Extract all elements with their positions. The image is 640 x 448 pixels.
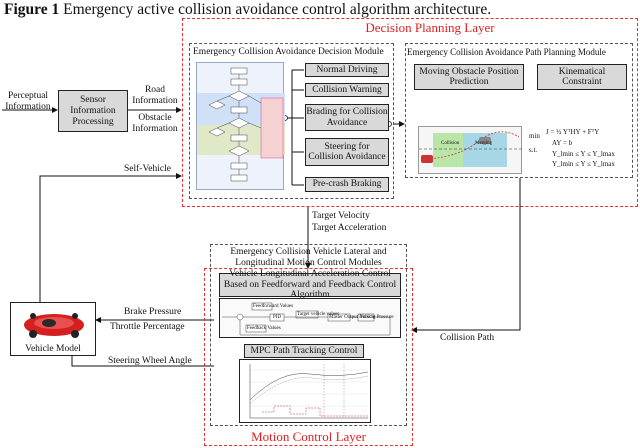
motion-control-module [210, 244, 407, 426]
block-feedforward: Feedforward Values [253, 304, 294, 309]
scene-merging-label: Merging [475, 141, 493, 146]
longitudinal-control-title-box: Vehicle Longitudinal Acceleration Contro… [219, 269, 401, 300]
brake-pressure-label: Brake Pressure [124, 307, 182, 317]
vehicle-model-label: Vehicle Model [25, 344, 81, 354]
mpc-title-box: MPC Path Tracking Control [244, 344, 364, 358]
kinematical-constraint-box: Kinematical Constraint [537, 64, 627, 90]
throttle-percentage-label: Throttle Percentage [110, 322, 185, 332]
motion-module-title: Emergency Collision Vehicle Lateral and … [230, 247, 387, 268]
self-vehicle-label: Self-Vehicle [124, 164, 171, 174]
decision-module-title: Emergency Collision Avoidance Decision M… [193, 47, 384, 57]
decision-layer-title: Decision Planning Layer [365, 20, 495, 35]
flowchart-graphic [197, 67, 285, 182]
scene-collision-label: Collision [441, 141, 460, 146]
mpc-plot-graphic [239, 359, 371, 423]
road-scene [419, 131, 523, 167]
perceptual-information-label: Perceptual Information [5, 91, 51, 112]
car-icon [24, 313, 84, 338]
vehicle-model-box: Vehicle Model [10, 302, 96, 356]
decision-module [189, 43, 394, 199]
figure-title: Figure 1 Emergency active collision avoi… [4, 1, 491, 19]
equation-bound-2: Y_lmin ≤ Y ≤ Y_lmax [552, 160, 615, 168]
equation-cost: J = ½ YᵀHY + FᵀY [546, 128, 600, 136]
decision-flowchart [196, 62, 285, 190]
motion-layer-title: Motion Control Layer [251, 429, 366, 444]
target-velocity-label: Target Velocity [312, 211, 370, 221]
path-planning-module [405, 43, 633, 178]
obstacle-information-label: Obstacle Information [132, 113, 178, 134]
block-vehicle: Vehicle [360, 315, 375, 320]
mpc-plot [249, 364, 369, 419]
steering-wheel-angle-label: Steering Wheel Angle [108, 356, 192, 366]
road-information-label: Road Information [132, 85, 178, 106]
path-scene-graphic: Collision Merging [418, 126, 523, 174]
longitudinal-control-diagram: Feedforward Values Feedback Values Targe… [219, 298, 401, 338]
equation-equality: AY = b [552, 139, 573, 147]
arrow-collision-path [411, 178, 521, 333]
decision-planning-layer [182, 18, 638, 207]
obstacle-prediction-box: Moving Obstacle Position Prediction [414, 64, 524, 90]
block-braking-pressure: Master Output Braking Pressure [329, 315, 394, 320]
option-collision-warning: Collision Warning [305, 83, 389, 97]
pid-loop-graphic [222, 302, 391, 336]
collision-path-label: Collision Path [440, 333, 495, 343]
option-pre-crash-braking: Pre-crash Braking [305, 177, 389, 192]
equation-min: min [529, 132, 540, 140]
equation-st: s.t. [529, 146, 538, 154]
block-target-values: Target vehicle values [297, 312, 340, 317]
path-planning-title: Emergency Collision Avoidance Path Plann… [407, 47, 606, 57]
figure-number: Figure 1 [4, 1, 60, 18]
sensor-processing-box: Sensor Information Processing [58, 90, 128, 132]
block-pid: PID [273, 315, 282, 320]
option-braking-avoidance: Brading for Collision Avoidance [305, 104, 389, 131]
arrow-self-vehicle [39, 173, 182, 302]
equation-bound-1: Y_lmin ≤ Y ≤ Y_lmax [552, 150, 615, 158]
target-acceleration-label: Target Acceleration [312, 223, 387, 233]
motion-control-layer [204, 268, 413, 446]
option-normal-driving: Normal Driving [305, 63, 389, 77]
figure-caption: Emergency active collision avoidance con… [63, 1, 492, 18]
option-steering-avoidance: Steering for Collision Avoidance [305, 138, 389, 166]
block-feedback: Feedback Values [247, 326, 281, 331]
sensor-processing-label: Sensor Information Processing [70, 94, 116, 127]
